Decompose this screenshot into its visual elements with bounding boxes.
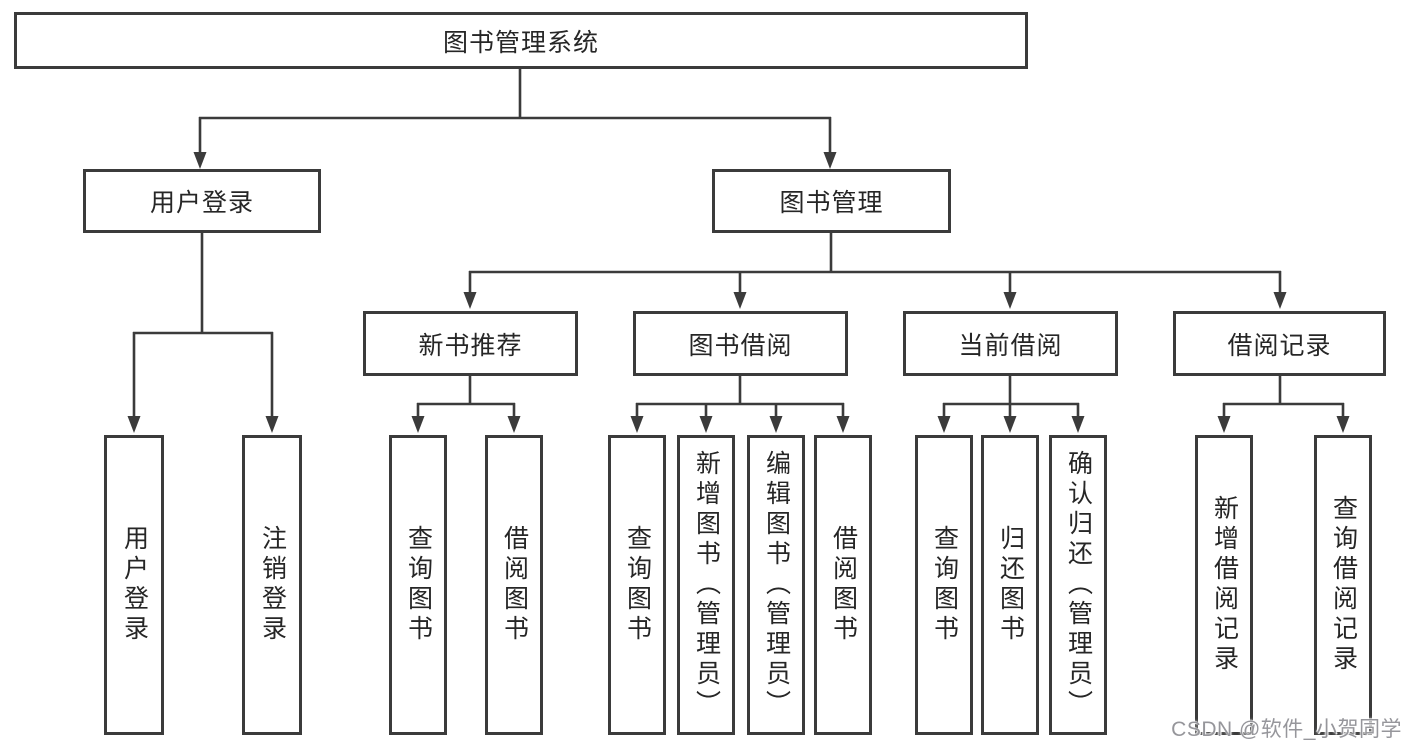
leaf-borrow-books-recommend: 借阅图书 — [485, 435, 543, 735]
node-label: 图书管理系统 — [442, 28, 599, 57]
leaf-edit-books-admin: 编辑图书（管理员） — [747, 435, 805, 735]
node-label: 确认归还（管理员） — [1064, 450, 1093, 720]
leaf-query-books-current: 查询图书 — [915, 435, 973, 735]
node-label: 借阅图书 — [500, 525, 529, 645]
leaf-add-books-admin: 新增图书（管理员） — [677, 435, 735, 735]
leaf-logout: 注销登录 — [242, 435, 302, 735]
node-library-management-system: 图书管理系统 — [14, 12, 1028, 69]
node-user-login: 用户登录 — [83, 169, 321, 233]
node-label: 新增借阅记录 — [1210, 495, 1239, 675]
node-label: 用户登录 — [149, 189, 254, 217]
node-label: 查询图书 — [930, 525, 959, 645]
node-label: 图书借阅 — [688, 331, 793, 360]
leaf-query-borrow-record: 查询借阅记录 — [1314, 435, 1372, 735]
node-label: 归还图书 — [996, 525, 1025, 645]
leaf-query-books-borrowing: 查询图书 — [608, 435, 666, 735]
node-new-book-recommend: 新书推荐 — [363, 311, 578, 376]
node-label: 图书管理 — [779, 189, 884, 217]
node-label: 借阅记录 — [1227, 331, 1332, 360]
node-label: 新书推荐 — [418, 331, 523, 360]
leaf-borrow-books: 借阅图书 — [814, 435, 872, 735]
node-label: 查询图书 — [623, 525, 652, 645]
watermark-csdn: CSDN @软件_小贺同学 — [1171, 718, 1402, 741]
leaf-query-books-recommend: 查询图书 — [389, 435, 447, 735]
leaf-user-login: 用户登录 — [104, 435, 164, 735]
arrowheads — [127, 152, 1350, 433]
leaf-confirm-return-admin: 确认归还（管理员） — [1049, 435, 1107, 735]
node-label: 查询借阅记录 — [1329, 495, 1358, 675]
node-label: 新增图书（管理员） — [692, 450, 721, 720]
node-book-management: 图书管理 — [712, 169, 951, 233]
leaf-add-borrow-record: 新增借阅记录 — [1195, 435, 1253, 735]
leaf-return-books: 归还图书 — [981, 435, 1039, 735]
node-current-borrowing: 当前借阅 — [903, 311, 1118, 376]
node-label: 借阅图书 — [829, 525, 858, 645]
node-label: 当前借阅 — [958, 331, 1063, 360]
node-label: 编辑图书（管理员） — [762, 450, 791, 720]
node-label: 用户登录 — [120, 525, 149, 645]
node-label: 查询图书 — [404, 525, 433, 645]
node-label: 注销登录 — [258, 525, 287, 645]
node-book-borrowing: 图书借阅 — [633, 311, 848, 376]
node-borrowing-records: 借阅记录 — [1173, 311, 1386, 376]
